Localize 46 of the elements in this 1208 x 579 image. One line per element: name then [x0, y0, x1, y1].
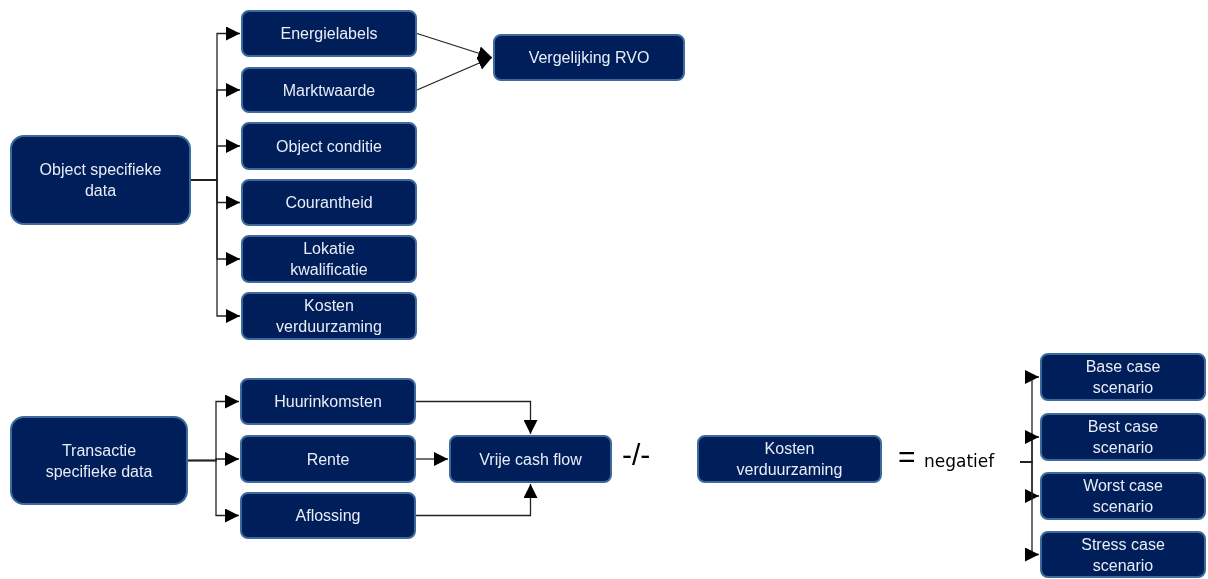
box-label: Transactie specifieke data: [44, 440, 154, 482]
arrow: [415, 452, 449, 466]
process-box: [1040, 413, 1206, 461]
box-label: Huurinkomsten: [274, 392, 382, 412]
process-box: [697, 435, 882, 483]
process-box: [241, 122, 417, 170]
arrow: [416, 32, 493, 60]
process-box: [241, 10, 417, 57]
operator-symbol: =: [898, 442, 916, 472]
box-label: Object specifieke data: [38, 160, 163, 201]
box-label: Energielabels: [280, 24, 378, 44]
process-box: [449, 435, 612, 483]
process-box: [241, 235, 417, 283]
arrow: [416, 56, 493, 91]
process-box: [1040, 353, 1206, 401]
process-box: [241, 179, 417, 226]
box-label: Worst case scenario: [1082, 476, 1164, 517]
arrow: [415, 400, 538, 435]
arrow: [415, 483, 538, 517]
box-label: Courantheid: [285, 193, 373, 213]
box-label: Aflossing: [295, 506, 361, 526]
process-box: [241, 67, 417, 113]
box-label: Marktwaarde: [282, 80, 376, 101]
process-box: [10, 135, 191, 225]
operator-symbol: -/-: [622, 440, 651, 470]
process-box: [1040, 472, 1206, 520]
process-box: [493, 34, 685, 81]
process-box: [10, 416, 188, 505]
box-label: Lokatie kwalificatie: [289, 239, 369, 280]
process-box: [1040, 531, 1206, 578]
box-label: Best case scenario: [1086, 417, 1160, 458]
process-box: [241, 292, 417, 340]
box-label: Vergelijking RVO: [528, 48, 650, 68]
box-label: Rente: [306, 449, 350, 470]
process-box: [240, 492, 416, 539]
result-text: negatief: [924, 451, 995, 473]
process-box: [240, 378, 416, 425]
box-label: Kosten verduurzaming: [275, 296, 383, 337]
box-label: Base case scenario: [1084, 357, 1162, 398]
box-label: Object conditie: [276, 136, 382, 157]
process-box: [240, 435, 416, 483]
box-label: Stress case scenario: [1080, 534, 1166, 576]
arrow: [1019, 461, 1040, 562]
box-label: Kosten verduurzaming: [735, 439, 844, 480]
arrow: [187, 459, 240, 523]
box-label: Vrije cash flow: [479, 449, 582, 470]
